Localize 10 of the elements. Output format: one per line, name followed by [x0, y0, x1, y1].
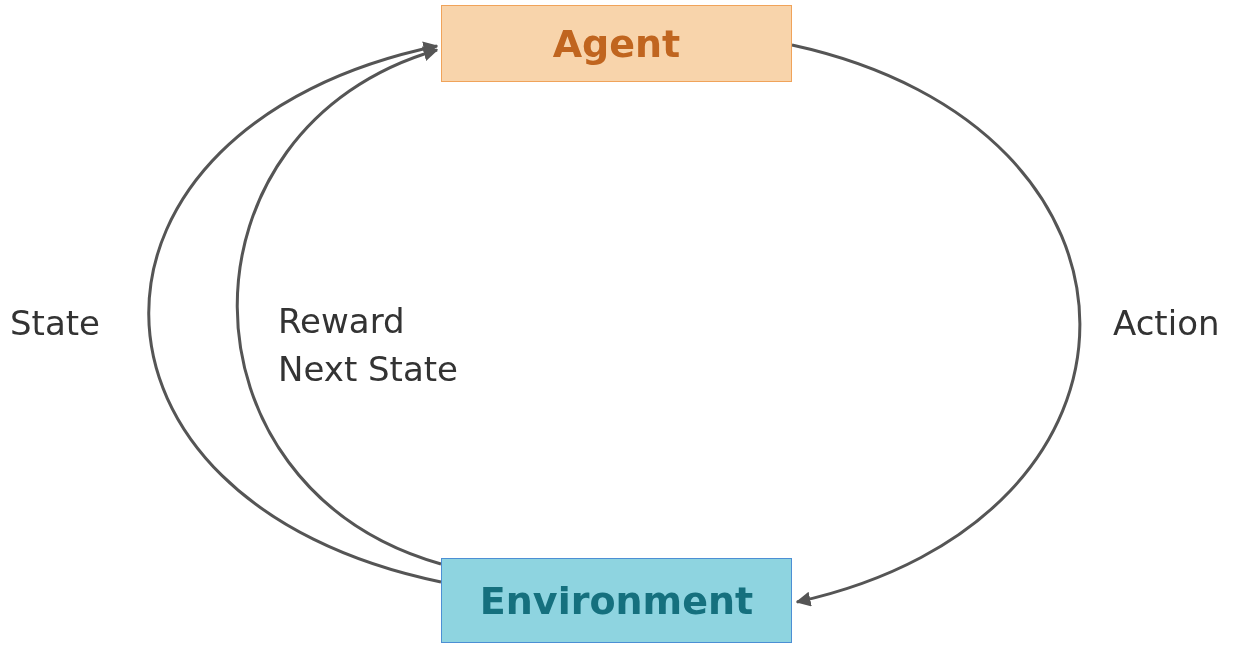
process-box: [441, 5, 792, 82]
edge-label: State: [10, 302, 101, 345]
curved-arrow: [147, 42, 442, 584]
curved-arrow: [236, 48, 442, 566]
node-title: Agent: [552, 21, 681, 66]
edge-label: Action: [1113, 302, 1221, 345]
edge-label: Reward Next State: [278, 300, 459, 391]
node-title: Environment: [479, 578, 754, 623]
process-box: [441, 558, 792, 643]
curved-arrow: [791, 43, 1081, 606]
